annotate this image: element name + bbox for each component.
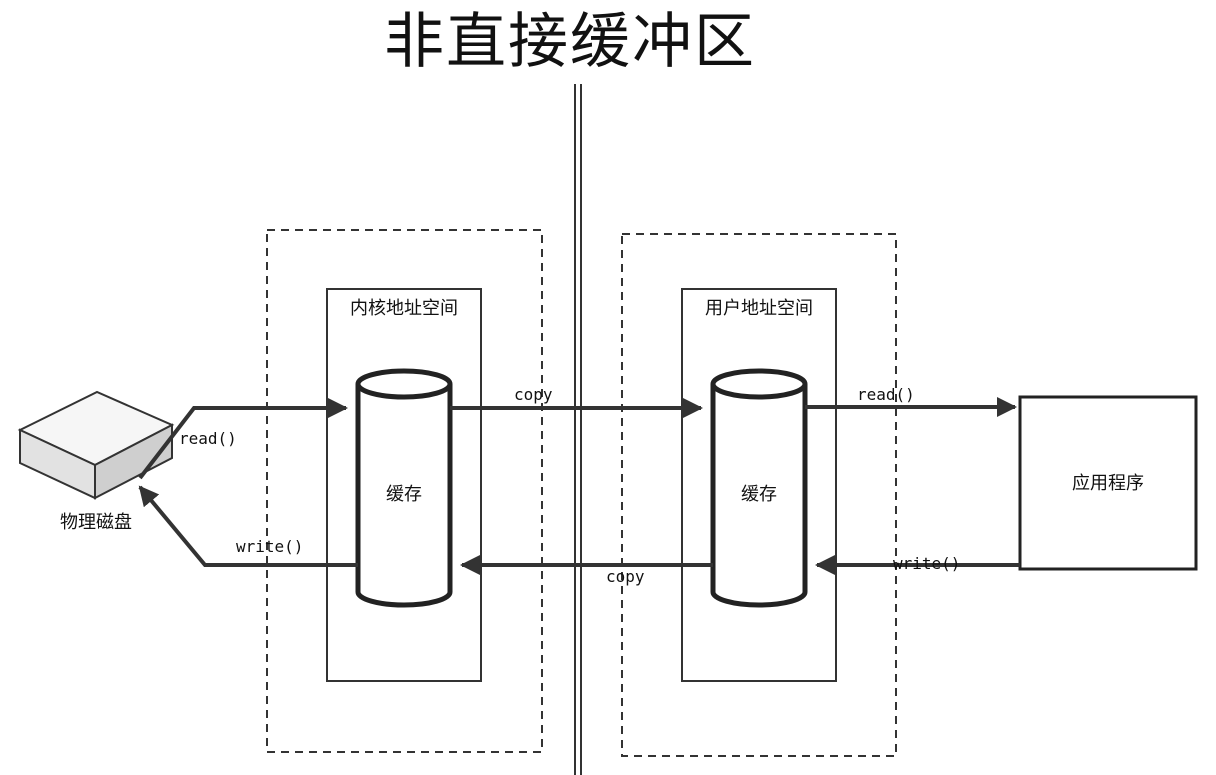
user-buffer-cylinder	[710, 368, 808, 608]
application-label: 应用程序	[1072, 473, 1144, 494]
user-to-kernel-copy-label: copy	[606, 567, 645, 586]
app-write-label: write()	[893, 554, 960, 573]
kernel-to-user-copy-label: copy	[514, 385, 553, 404]
disk-write-label: write()	[236, 537, 303, 556]
user-address-space-label: 用户地址空间	[705, 298, 813, 319]
page-title: 非直接缓冲区	[384, 7, 756, 77]
kernel-buffer-label: 缓存	[386, 484, 422, 505]
disk-read-label: read()	[179, 429, 237, 448]
app-read-label: read()	[857, 385, 915, 404]
center-divider	[574, 84, 582, 775]
kernel-region-border	[266, 229, 543, 753]
kernel-buffer-cylinder	[355, 368, 453, 608]
user-region-border	[621, 233, 897, 757]
user-buffer-label: 缓存	[741, 484, 777, 505]
kernel-to-disk-arrow	[138, 485, 358, 567]
disk-to-kernel-arrow	[138, 398, 348, 480]
application-box	[1018, 395, 1198, 571]
kernel-address-space-label: 内核地址空间	[350, 298, 458, 319]
disk-label: 物理磁盘	[60, 512, 132, 533]
disk-icon	[17, 390, 175, 500]
